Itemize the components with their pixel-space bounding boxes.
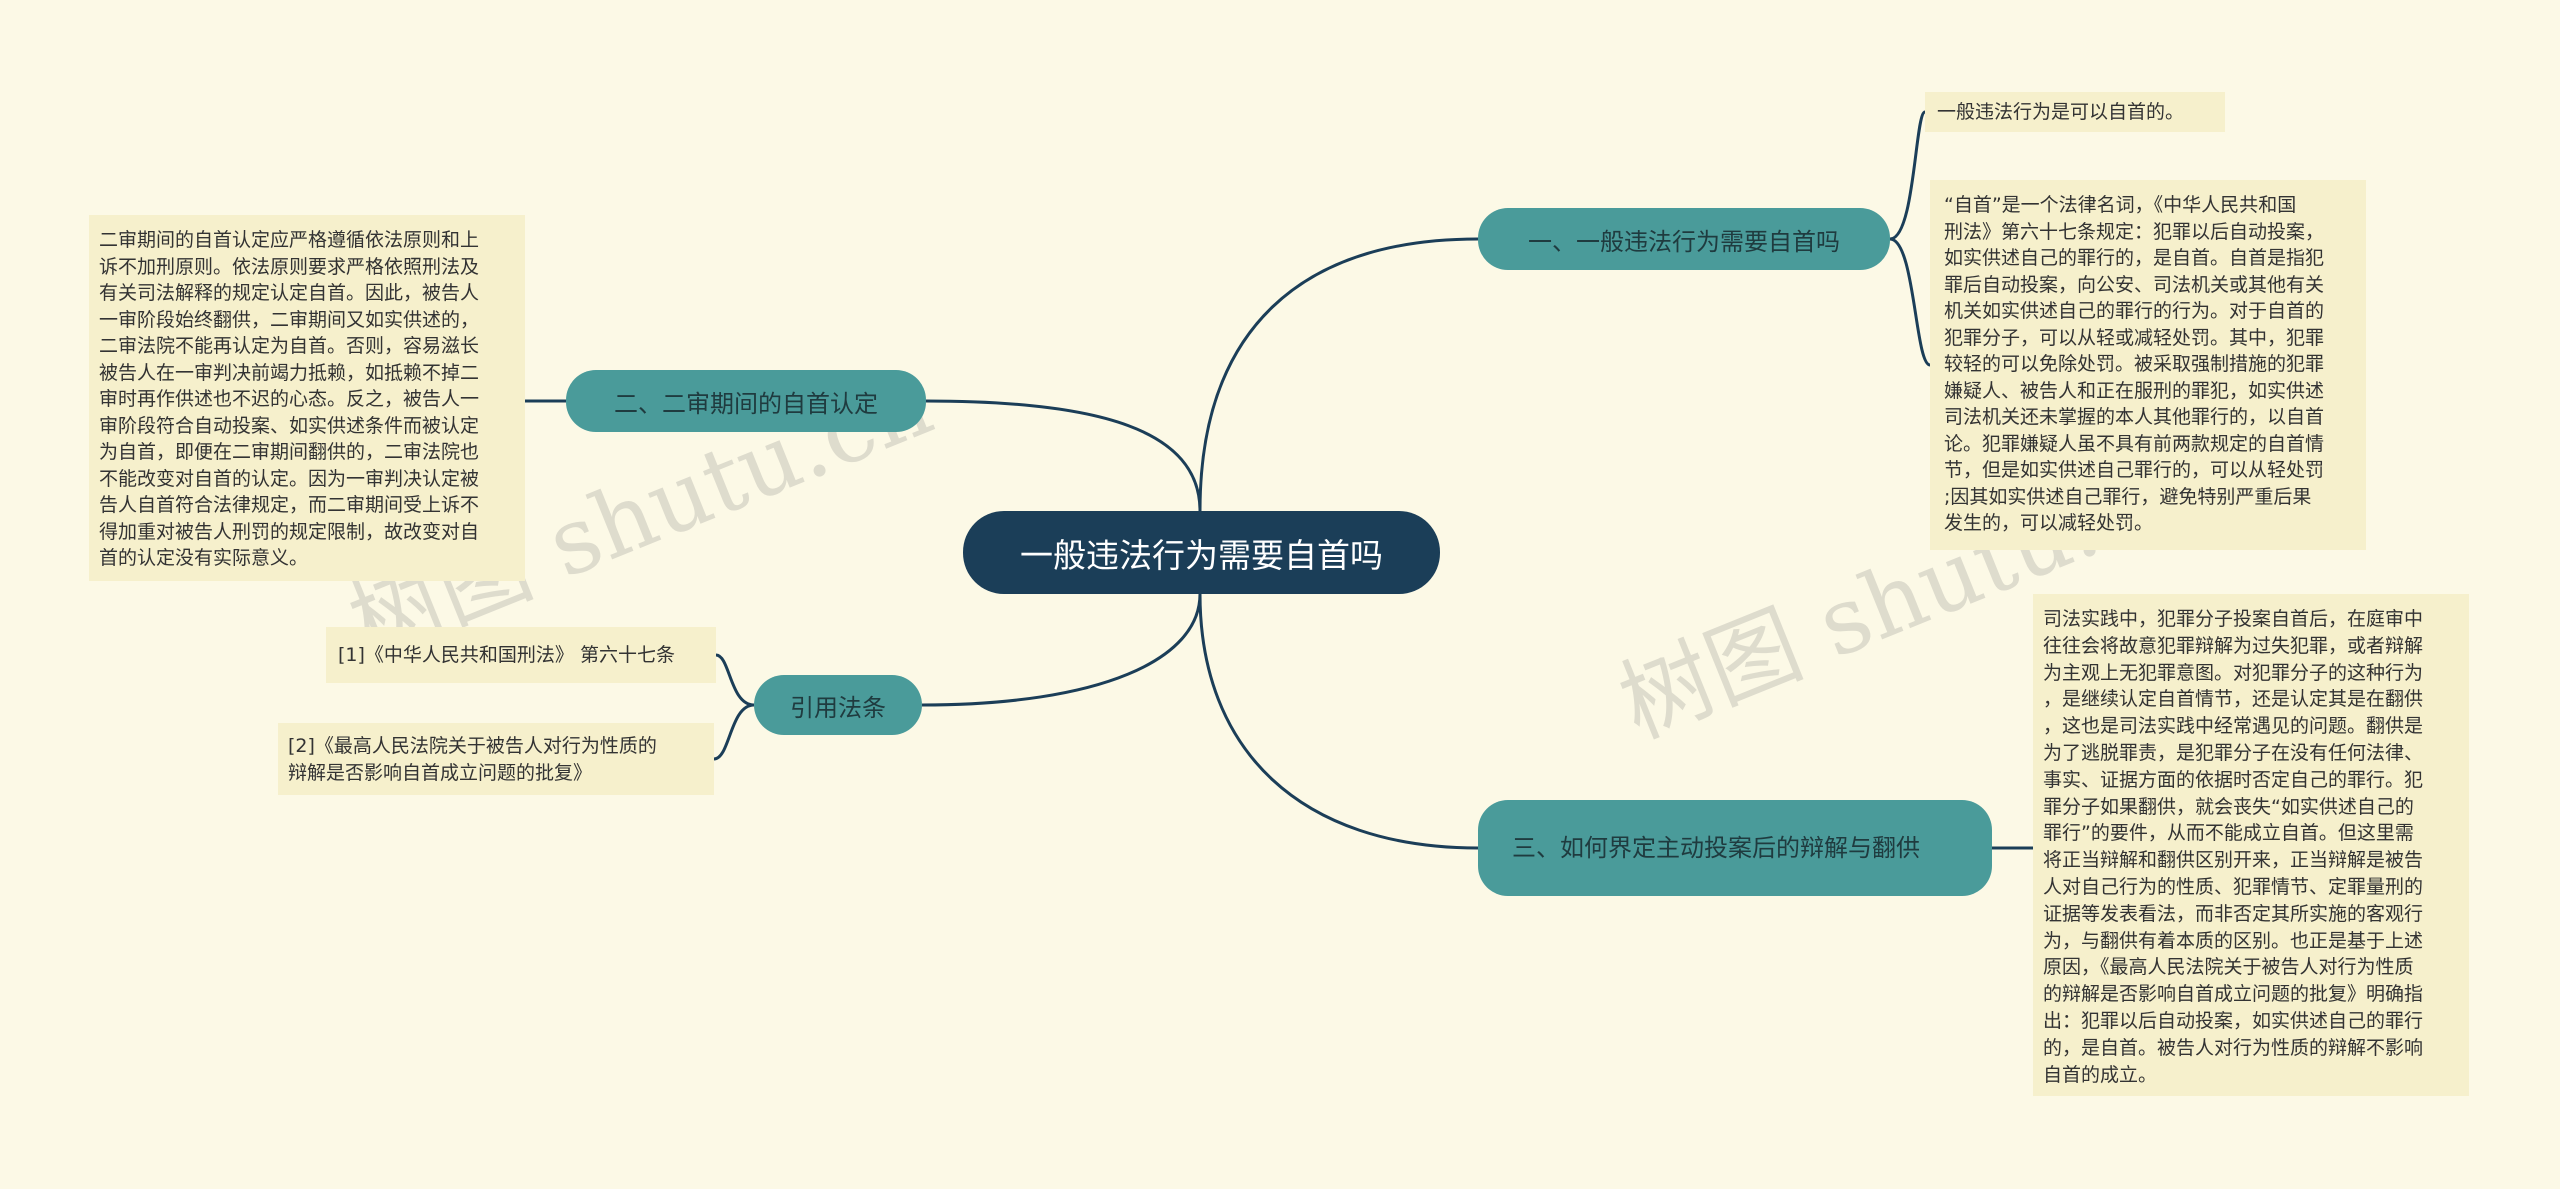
connector-b1-notes — [1889, 110, 1931, 367]
note-b2-detail[interactable]: 二审期间的自首认定应严格遵循依法原则和上 诉不加刑原则。依法原则要求严格依照刑法… — [89, 215, 525, 581]
branch-topic-cited-laws[interactable]: 引用法条 — [754, 675, 922, 735]
connector-root-b4 — [1198, 593, 1479, 850]
root-topic[interactable]: 一般违法行为需要自首吗 — [963, 511, 1440, 594]
note-cited-law-2[interactable]: [2]《最高人民法院关于被告人对行为性质的 辩解是否影响自首成立问题的批复》 — [278, 723, 714, 795]
connector-root-b3 — [921, 593, 1202, 707]
note-b4-detail[interactable]: 司法实践中，犯罪分子投案自首后，在庭审中 往往会将故意犯罪辩解为过失犯罪，或者辩… — [2033, 594, 2469, 1096]
connector-b3-notes — [713, 653, 755, 761]
branch-topic-2[interactable]: 二、二审期间的自首认定 — [566, 370, 926, 432]
note-cited-law-1[interactable]: [1]《中华人民共和国刑法》 第六十七条 — [326, 627, 716, 683]
connector-root-b2 — [925, 399, 1202, 512]
note-b1-short[interactable]: 一般违法行为是可以自首的。 — [1925, 92, 2225, 132]
note-b1-detail[interactable]: “自首”是一个法律名词，《中华人民共和国 刑法》第六十七条规定：犯罪以后自动投案… — [1930, 180, 2366, 550]
branch-topic-1[interactable]: 一、一般违法行为需要自首吗 — [1478, 208, 1890, 270]
connector-root-b1 — [1198, 237, 1479, 512]
branch-topic-3[interactable]: 三、如何界定主动投案后的辩解与翻供 — [1478, 800, 1992, 896]
